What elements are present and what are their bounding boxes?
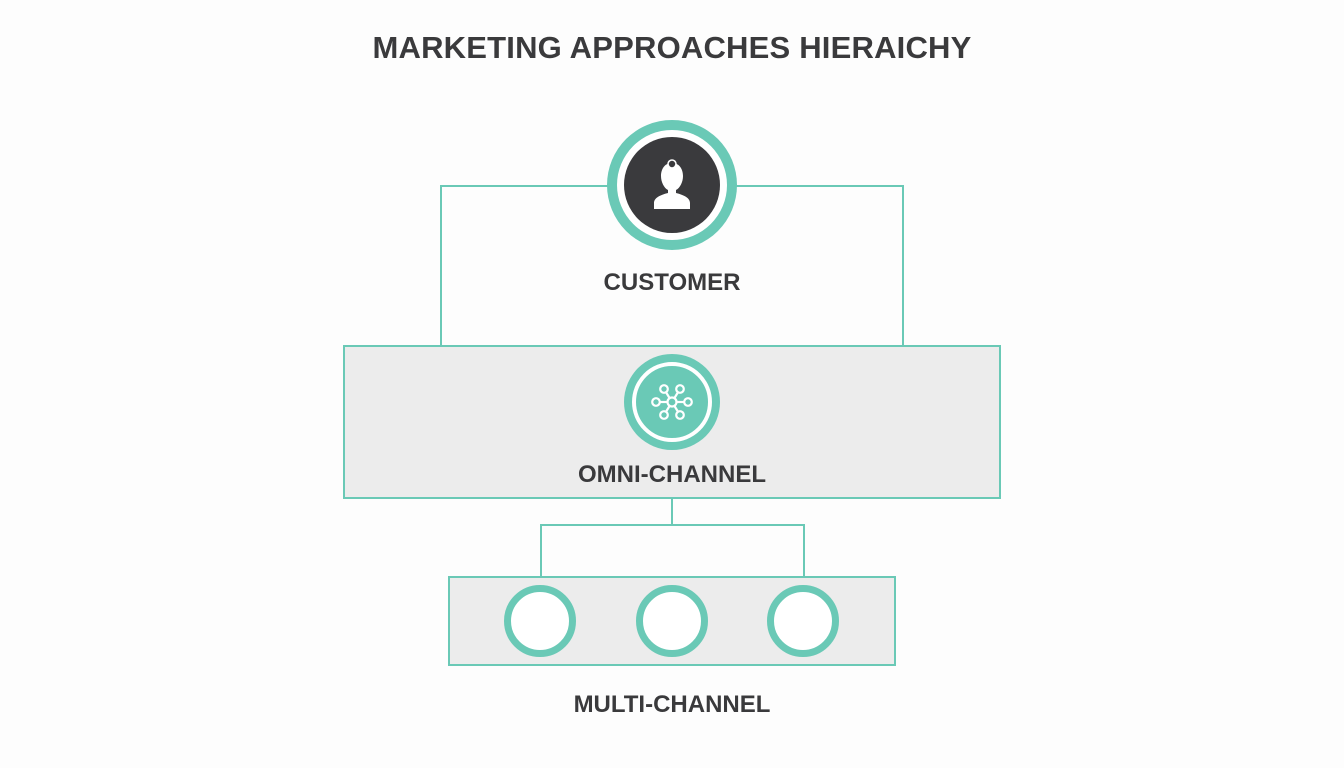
customer-connector-right-vertical xyxy=(902,185,904,346)
customer-connector-left-horizontal xyxy=(440,185,610,187)
diagram-title: MARKETING APPROACHES HIERAICHY xyxy=(372,30,972,65)
customer-node-inner xyxy=(624,137,720,233)
customer-connector-right-horizontal xyxy=(735,185,904,187)
omni-connector-vertical xyxy=(671,499,673,525)
network-hub-icon xyxy=(651,384,693,420)
omni-channel-node xyxy=(624,354,720,450)
omni-channel-node-ring xyxy=(632,362,712,442)
customer-connector-left-vertical xyxy=(440,185,442,346)
person-icon xyxy=(654,159,690,209)
omni-channel-label: OMNI-CHANNEL xyxy=(578,461,766,488)
multi-connector-horizontal xyxy=(540,524,805,526)
channel-circle-1 xyxy=(504,585,576,657)
multi-connector-right-vertical xyxy=(803,524,805,577)
channel-circle-2 xyxy=(636,585,708,657)
multi-channel-label: MULTI-CHANNEL xyxy=(573,691,771,718)
channel-circle-3 xyxy=(767,585,839,657)
customer-node xyxy=(607,120,737,250)
multi-connector-left-vertical xyxy=(540,524,542,577)
customer-label: CUSTOMER xyxy=(603,269,741,296)
customer-node-ring xyxy=(617,130,727,240)
